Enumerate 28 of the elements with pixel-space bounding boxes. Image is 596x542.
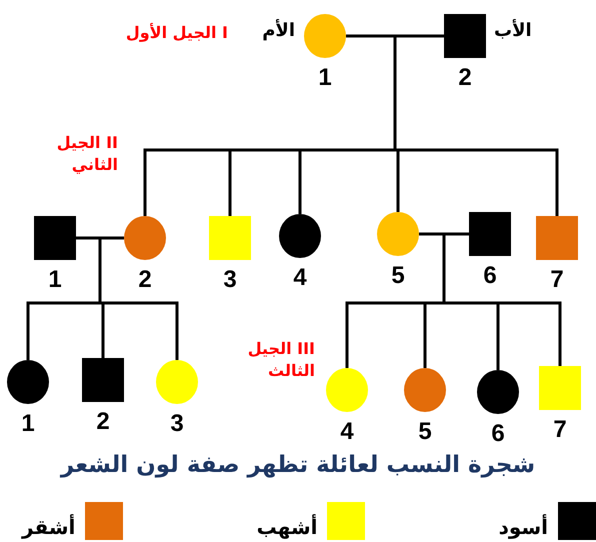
legend-label: أسود — [498, 514, 548, 540]
individual-number: 7 — [553, 418, 567, 442]
individual-number: 6 — [483, 264, 497, 288]
pedigree-line — [76, 236, 124, 240]
generation-label: III الجيل الثالث — [246, 338, 315, 382]
legend-label: أشهب — [256, 514, 318, 540]
individual-number: 5 — [418, 420, 432, 444]
individual-number: 1 — [318, 66, 332, 90]
relation-label: الأم — [262, 20, 295, 41]
individual-number: 4 — [340, 420, 354, 444]
relation-label: الأب — [494, 20, 532, 41]
individual-number: 2 — [458, 66, 472, 90]
pedigree-line — [419, 232, 469, 236]
individual-number: 1 — [21, 412, 35, 436]
caption: شجرة النسب لعائلة تظهر صفة لون الشعر — [58, 452, 536, 478]
individual-number: 5 — [391, 264, 405, 288]
individual-number: 3 — [223, 268, 237, 292]
pedigree-line — [346, 34, 444, 38]
individual-number: 6 — [491, 422, 505, 446]
generation-label: I الجيل الأول — [124, 22, 228, 44]
individual-number: 1 — [48, 268, 62, 292]
generation-label: II الجيل الثاني — [56, 132, 118, 176]
individual-number: 4 — [293, 266, 307, 290]
legend-label: أشقر — [22, 514, 76, 540]
individual-number: 2 — [138, 268, 152, 292]
individual-number: 2 — [96, 410, 110, 434]
individual-number: 7 — [550, 268, 564, 292]
individual-number: 3 — [170, 412, 184, 436]
